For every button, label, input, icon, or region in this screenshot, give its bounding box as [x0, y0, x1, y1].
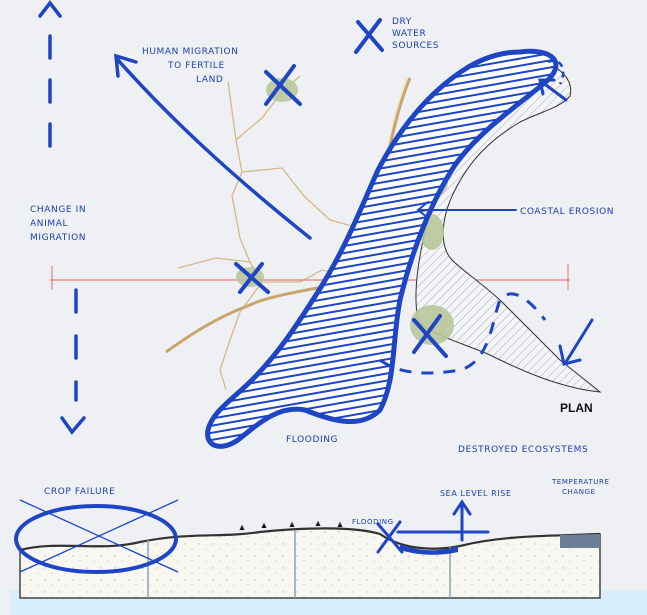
svg-text:ANIMAL: ANIMAL — [30, 219, 68, 229]
label-plan: PLAN — [560, 401, 593, 415]
label-destroyed-ecosystems: DESTROYED ECOSYSTEMS — [458, 445, 588, 455]
sea-water-section — [560, 534, 600, 548]
svg-text:WATER: WATER — [392, 29, 426, 39]
svg-text:DRY: DRY — [392, 17, 412, 27]
svg-text:TO FERTILE: TO FERTILE — [167, 61, 225, 71]
svg-text:TEMPERATURE: TEMPERATURE — [551, 478, 610, 486]
label-sea-level-rise: SEA LEVEL RISE — [440, 489, 512, 498]
svg-text:LAND: LAND — [196, 75, 223, 85]
label-flooding: FLOODING — [286, 435, 338, 445]
svg-text:SOURCES: SOURCES — [392, 41, 439, 51]
svg-text:MIGRATION: MIGRATION — [30, 233, 86, 243]
svg-text:HUMAN MIGRATION: HUMAN MIGRATION — [142, 47, 239, 57]
label-crop-failure: CROP FAILURE — [44, 487, 115, 497]
svg-text:CHANGE: CHANGE — [562, 488, 596, 496]
svg-text:CHANGE IN: CHANGE IN — [30, 205, 86, 215]
label-coastal-erosion: COASTAL EROSION — [520, 207, 614, 217]
label-section-flooding: FLOODING — [352, 518, 394, 526]
